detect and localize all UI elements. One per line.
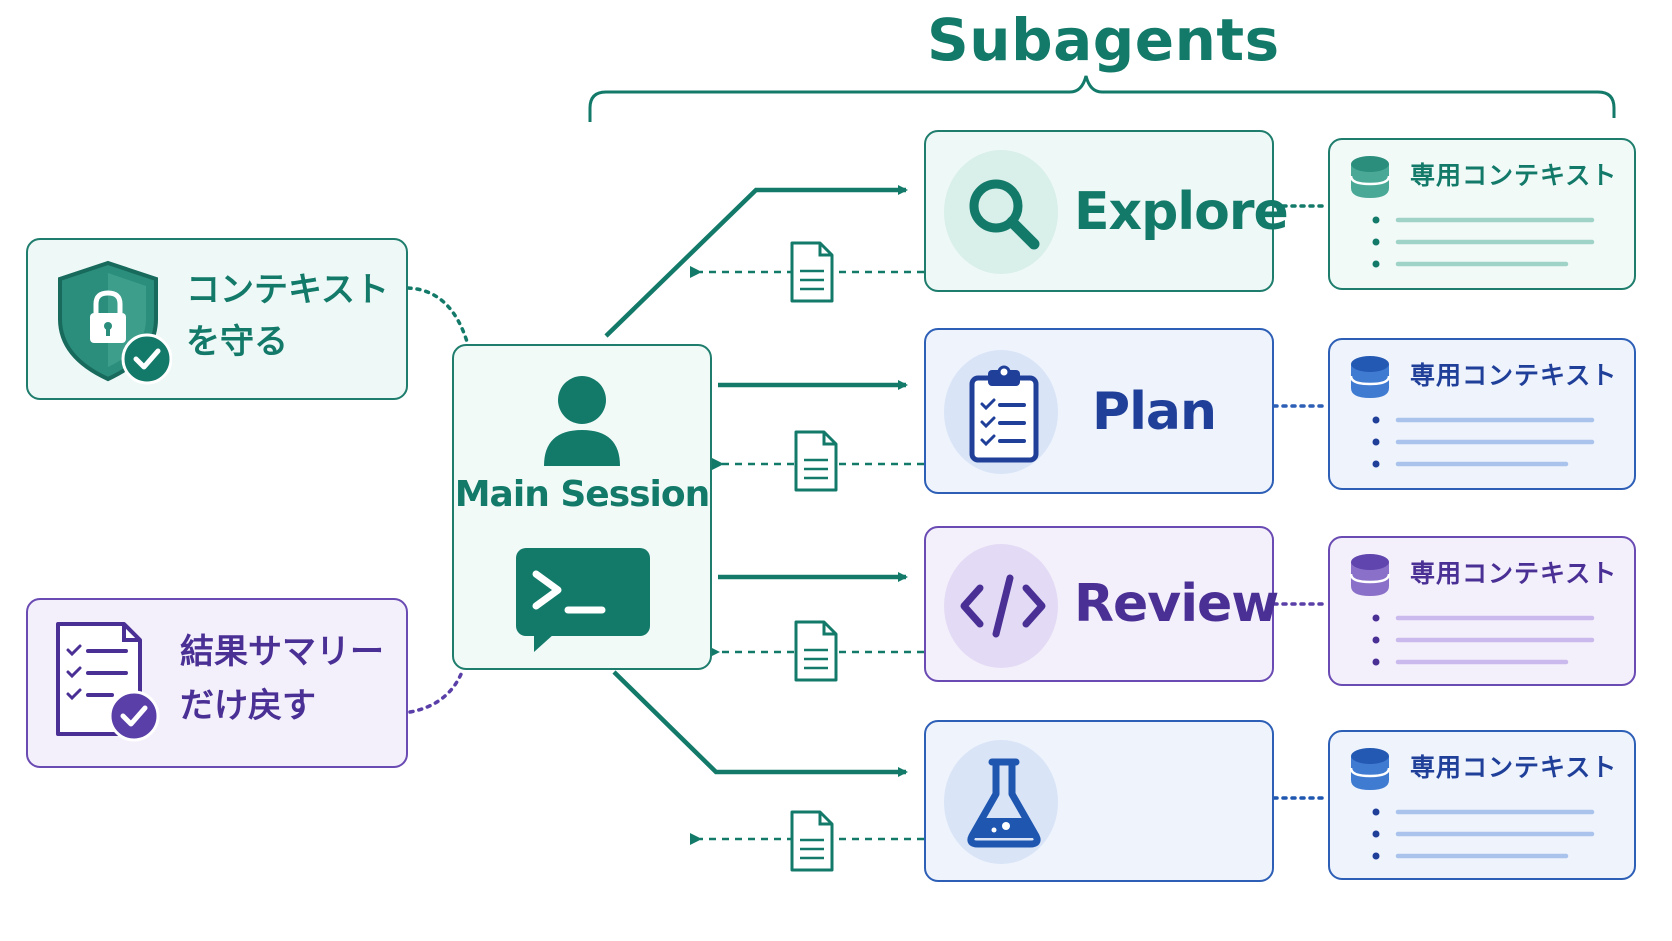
arrow-to-lab: [612, 670, 908, 777]
callout-link-protect: [406, 286, 470, 347]
context-label: 専用コンテキスト: [1410, 559, 1618, 588]
database-icon: [1349, 748, 1391, 790]
database-icon: [1349, 356, 1391, 398]
flask-icon: [967, 758, 1041, 848]
subagent-label: Review: [1074, 574, 1279, 634]
dedicated-context-card: 専用コンテキスト: [1328, 536, 1636, 686]
context-list-lines: [1372, 416, 1595, 468]
checklist-document-check-icon: [56, 622, 160, 742]
search-icon: [969, 179, 1040, 250]
summary-document-icon: [794, 620, 838, 682]
callout-line1: コンテキスト: [186, 270, 389, 310]
subagent-explore: Explore: [924, 130, 1289, 292]
dedicated-context-card: 専用コンテキスト: [1328, 730, 1636, 880]
summary-document-icon: [790, 810, 834, 872]
context-list-lines: [1372, 808, 1595, 860]
context-label: 専用コンテキスト: [1410, 361, 1618, 390]
arrow-to-explore: [604, 185, 908, 338]
subagent-lab: [924, 720, 1274, 882]
subagent-review: Review: [924, 526, 1279, 682]
main-session-box: Main Session: [452, 344, 712, 670]
context-label: 専用コンテキスト: [1410, 753, 1618, 782]
callout-link-summary: [408, 670, 464, 714]
callout-protect-context: コンテキスト を守る: [26, 238, 408, 400]
main-session-label: Main Session: [454, 474, 711, 515]
subagents-bracket: [588, 75, 1616, 122]
callout-line2: だけ戻す: [180, 686, 316, 726]
dedicated-context-card: 専用コンテキスト: [1328, 138, 1636, 290]
shield-lock-check-icon: [58, 260, 172, 385]
callout-line1: 結果サマリー: [180, 632, 384, 672]
summary-document-icon: [790, 241, 834, 303]
context-list-lines: [1372, 614, 1595, 666]
terminal-chat-icon: [516, 548, 650, 652]
page-title: Subagents: [927, 6, 1280, 74]
icon-backdrop: [944, 150, 1058, 274]
database-icon: [1349, 156, 1391, 198]
subagent-label: Explore: [1074, 182, 1289, 242]
dedicated-context-card: 専用コンテキスト: [1328, 338, 1636, 490]
subagent-plan: Plan: [924, 328, 1274, 494]
code-icon: [960, 574, 1046, 638]
database-icon: [1349, 554, 1391, 596]
clipboard-checklist-icon: [969, 365, 1039, 463]
callout-line2: を守る: [186, 322, 288, 362]
summary-document-icon: [794, 430, 838, 492]
subagent-label: Plan: [1092, 382, 1217, 442]
context-label: 専用コンテキスト: [1410, 161, 1618, 190]
callout-return-summary: 結果サマリー だけ戻す: [26, 598, 408, 768]
context-list-lines: [1372, 216, 1595, 268]
user-icon: [544, 376, 620, 466]
